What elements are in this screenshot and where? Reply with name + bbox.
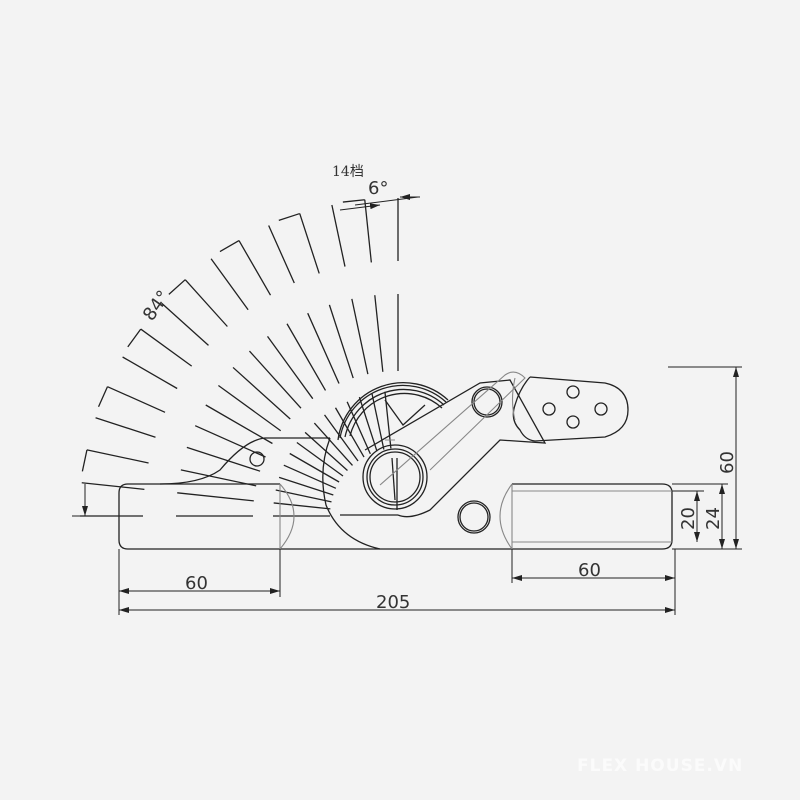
angle-scale xyxy=(80,198,399,517)
height-label: 60 xyxy=(717,451,738,474)
inner-width-label: 20 xyxy=(678,507,699,530)
watermark: FLEX HOUSE.VN xyxy=(577,756,744,776)
lever-arm xyxy=(364,371,547,534)
spindle xyxy=(340,444,428,516)
outer-width-label: 24 xyxy=(703,507,724,530)
positions-label: 14档 xyxy=(332,164,364,180)
dimensions xyxy=(72,194,742,615)
left-length-label: 60 xyxy=(185,573,208,594)
step-angle-label: 6° xyxy=(368,178,388,199)
release-tab xyxy=(511,376,629,442)
body-plate xyxy=(159,382,510,550)
overall-length-label: 205 xyxy=(376,592,410,613)
right-length-label: 60 xyxy=(578,560,601,581)
left-handle xyxy=(118,483,380,550)
right-handle xyxy=(499,483,673,550)
total-angle-label: 84° xyxy=(139,287,175,325)
